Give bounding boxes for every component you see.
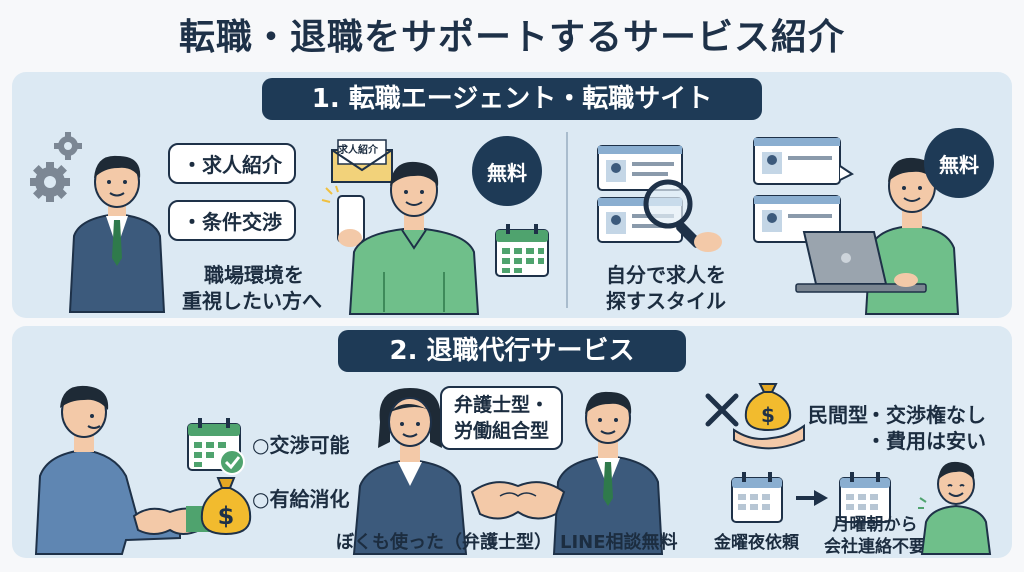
section-1-header: 1. 転職エージェント・転職サイト	[262, 78, 762, 120]
magnifier-icon	[643, 179, 722, 252]
envelope-icon	[331, 139, 393, 183]
calendar-icon	[731, 472, 783, 523]
free-badge-agent: 無料	[472, 136, 542, 206]
caption-friday-request: 金曜夜依頼	[714, 533, 799, 553]
svg-text:$: $	[218, 502, 235, 530]
bubble-lawyer-line2: 労働組合型	[454, 420, 550, 442]
svg-text:$: $	[761, 403, 775, 427]
calendar-check-icon	[187, 418, 245, 475]
profile-card-icon	[753, 137, 854, 243]
money-bag-icon: $	[200, 477, 252, 536]
private-type-label: 民間型	[808, 403, 868, 427]
agent-person-illustration	[68, 155, 166, 313]
caption-monday-line2: 会社連絡不要	[824, 537, 926, 557]
point-low-cost: ・費用は安い	[866, 429, 986, 453]
arrow-right-icon	[796, 490, 828, 506]
x-mark-icon	[705, 393, 739, 427]
handshake-icon	[470, 481, 566, 520]
relieved-person-illustration	[918, 461, 992, 555]
caption-monday-line1: 月曜朝から	[832, 515, 918, 535]
calendar-icon	[839, 472, 891, 523]
envelope-label: 求人紹介	[338, 145, 378, 156]
site-caption-line1: 自分で求人を	[606, 263, 726, 287]
laptop-user-illustration	[795, 157, 960, 315]
bubble-lawyer-line1: 弁護士型・	[454, 394, 550, 416]
smartphone-icon	[321, 185, 365, 247]
caption-used-lawyer: ぼくも使った（弁護士型）	[336, 532, 552, 553]
bubble-job-introduction: ・求人紹介	[168, 143, 296, 184]
caption-monday-no-contact: 月曜朝から 会社連絡不要	[824, 514, 926, 558]
site-caption-line2: 探すスタイル	[606, 289, 726, 313]
free-badge-site: 無料	[924, 128, 994, 198]
money-hand-icon: $	[733, 383, 805, 450]
calendar-icon	[495, 224, 549, 277]
page-title: 転職・退職をサポートするサービス紹介	[178, 17, 845, 58]
lawyer-woman-illustration	[352, 388, 468, 555]
agent-caption-line2: 重視したい方へ	[182, 289, 322, 313]
agent-caption-line1: 職場環境を	[204, 263, 304, 287]
bubble-lawyer-union: 弁護士型・ 労働組合型	[440, 386, 564, 450]
bubble-condition-negotiation: ・条件交渉	[168, 200, 296, 241]
service-staff-illustration	[552, 391, 664, 555]
benefit-paid-leave: ○有給消化	[252, 487, 350, 511]
gear-icon	[30, 132, 82, 202]
section-divider	[566, 132, 568, 308]
section-2-header: 2. 退職代行サービス	[338, 330, 686, 372]
point-no-negotiation: ・交渉権なし	[866, 403, 986, 427]
caption-line-consult: LINE相談無料	[560, 532, 678, 553]
profile-card-icon	[597, 145, 683, 243]
jobseeker-person-illustration	[348, 161, 480, 315]
benefit-negotiable: ○交渉可能	[252, 433, 350, 457]
